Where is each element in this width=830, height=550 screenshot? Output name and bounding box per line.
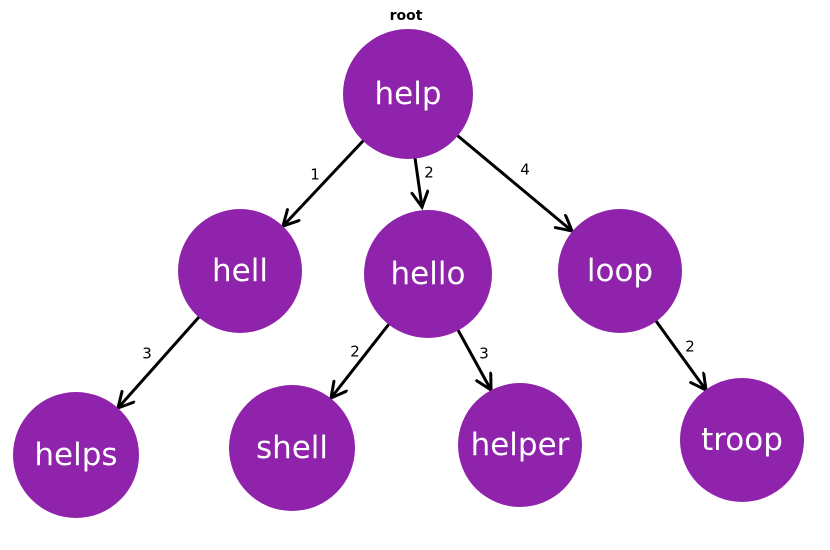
edge-help-hell <box>283 139 365 226</box>
edge-weight-label-hello-shell: 2 <box>350 342 360 361</box>
node-hello: hello <box>364 210 492 338</box>
node-troop-label: troop <box>701 421 783 458</box>
node-hello-label: hello <box>390 255 466 292</box>
node-shell: shell <box>229 385 355 511</box>
edge-weight-label-help-hell: 1 <box>310 165 320 184</box>
edge-loop-troop <box>654 319 706 390</box>
node-help-label: help <box>374 75 442 112</box>
edge-weight-label-loop-troop: 2 <box>685 337 695 356</box>
node-help: help <box>343 29 473 159</box>
edge-weight-label-help-hello: 2 <box>424 163 434 182</box>
node-shell-label: shell <box>255 429 329 466</box>
root-annotation: root <box>389 8 423 24</box>
node-hell: hell <box>178 209 302 333</box>
edge-weight-label-help-loop: 4 <box>520 160 530 179</box>
node-troop: troop <box>680 378 804 502</box>
edge-help-hello <box>415 156 422 207</box>
edge-weight-label-hello-helper: 3 <box>479 344 489 363</box>
edge-help-loop <box>456 134 572 231</box>
node-hell-label: hell <box>212 252 268 289</box>
edge-hello-shell <box>331 322 391 398</box>
edge-hello-helper <box>456 328 491 390</box>
node-loop-label: loop <box>586 252 654 289</box>
edge-weight-label-hell-helps: 3 <box>142 344 152 363</box>
node-helps-label: helps <box>34 436 118 473</box>
node-helper: helper <box>458 383 582 507</box>
node-helps: helps <box>13 392 139 518</box>
edge-hell-helps <box>118 315 201 408</box>
node-helper-label: helper <box>470 426 570 463</box>
node-loop: loop <box>558 209 682 333</box>
